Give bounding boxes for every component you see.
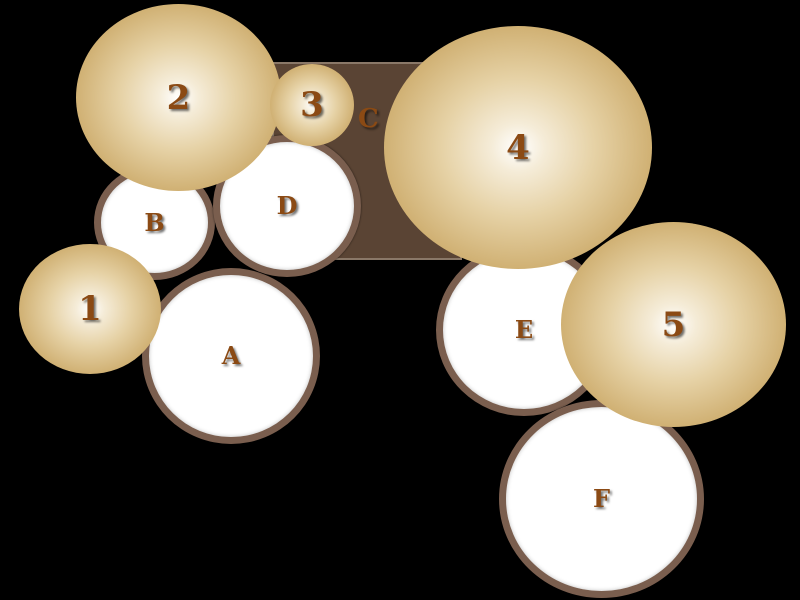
cymbal-4-label: 4 — [506, 127, 530, 168]
cymbal-2-label: 2 — [166, 77, 191, 118]
cymbal-3-label: 3 — [300, 85, 324, 125]
drum-e-label: E — [514, 315, 534, 344]
drum-a[interactable]: A — [142, 268, 320, 444]
cymbal-3[interactable]: 3 — [270, 64, 354, 146]
cymbal-4[interactable]: 4 — [384, 26, 652, 269]
drum-f[interactable]: F — [499, 400, 704, 598]
drum-f-label: F — [592, 484, 611, 513]
drum-c-label: C — [358, 104, 379, 134]
drum-b-label: B — [144, 207, 165, 237]
drum-d-label: D — [276, 191, 298, 220]
cymbal-1-label: 1 — [78, 289, 102, 329]
drum-a-label: A — [221, 341, 241, 370]
cymbal-2[interactable]: 2 — [76, 4, 281, 191]
cymbal-5-label: 5 — [661, 304, 686, 345]
cymbal-5[interactable]: 5 — [561, 222, 786, 427]
cymbal-1[interactable]: 1 — [19, 244, 161, 374]
